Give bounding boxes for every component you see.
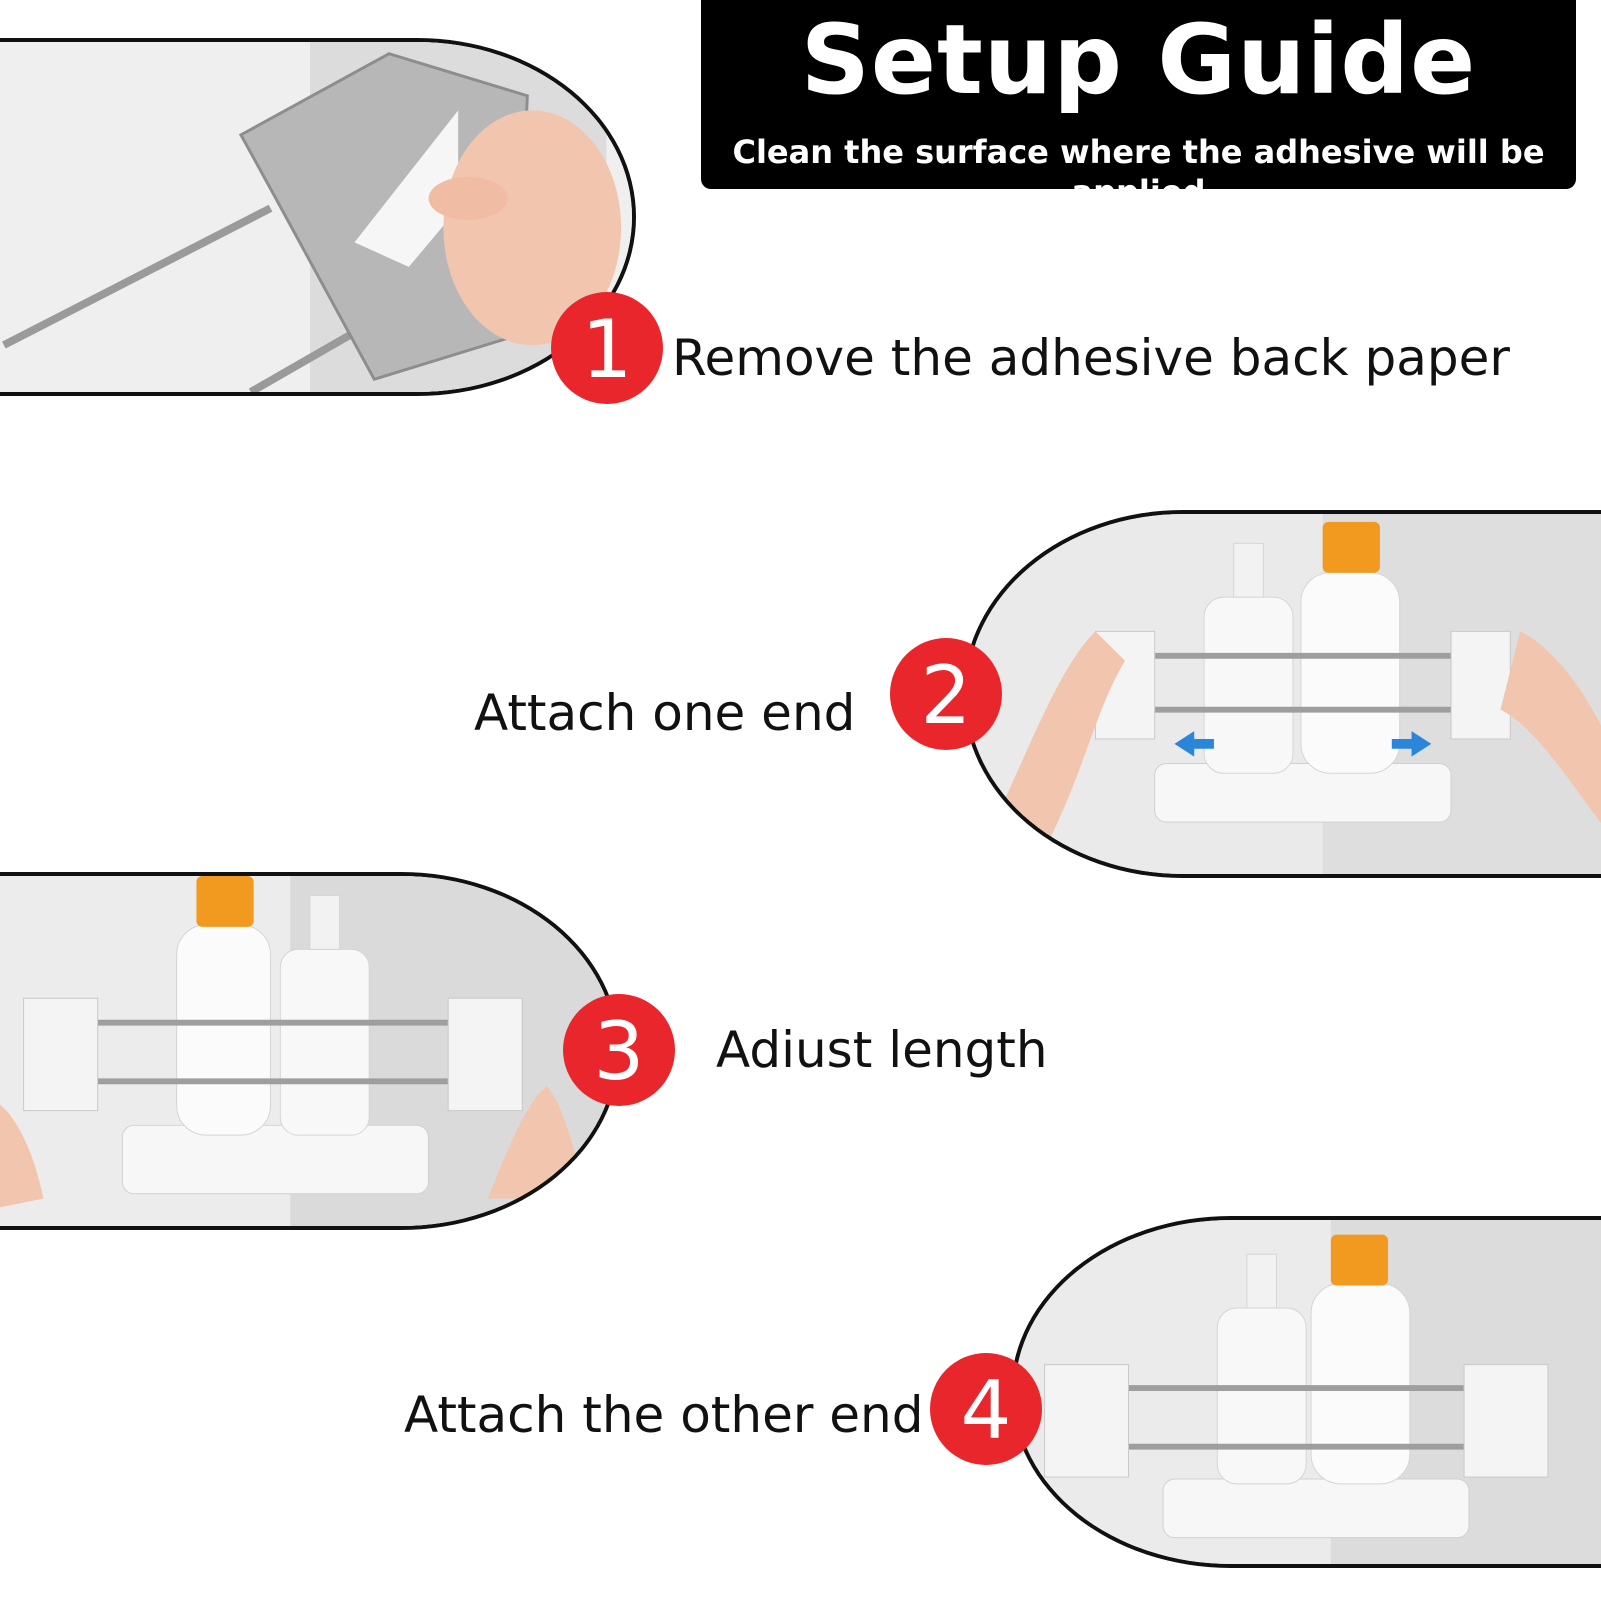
guide-header: Setup Guide Clean the surface where the … bbox=[701, 0, 1576, 211]
step-3-badge: 3 bbox=[563, 994, 675, 1106]
guide-subtitle: Clean the surface where the adhesive wil… bbox=[732, 133, 1545, 211]
step-1-badge: 1 bbox=[551, 292, 663, 404]
step-3-text: Adiust length bbox=[716, 1021, 1048, 1079]
step-1-photo bbox=[0, 38, 636, 396]
step-1-text: Remove the adhesive back paper bbox=[672, 329, 1510, 387]
step-2-badge: 2 bbox=[890, 638, 1002, 750]
guide-title: Setup Guide bbox=[800, 4, 1477, 116]
step-4-badge: 4 bbox=[930, 1353, 1042, 1465]
step-4-photo bbox=[1011, 1216, 1601, 1568]
step-2-photo bbox=[963, 510, 1601, 878]
step-3-photo bbox=[0, 872, 620, 1230]
step-2-text: Attach one end bbox=[474, 684, 856, 742]
step-4-text: Attach the other end bbox=[404, 1386, 924, 1444]
